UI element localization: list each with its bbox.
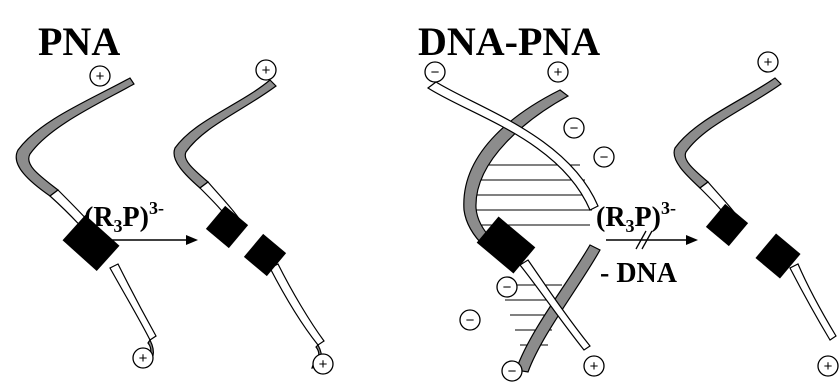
minus-charge-icon: − (424, 61, 446, 83)
plus-charge-icon: + (817, 355, 839, 377)
svg-text:+: + (764, 54, 773, 71)
svg-text:+: + (590, 358, 599, 375)
svg-text:+: + (319, 356, 328, 373)
reagent-label-left: (R3P)3- (84, 198, 164, 236)
plus-charge-icon: + (132, 347, 154, 369)
svg-text:−: − (466, 312, 475, 329)
released-block-fragment-1 (705, 203, 749, 247)
svg-text:+: + (824, 358, 833, 375)
minus-charge-icon: − (593, 146, 615, 168)
svg-text:−: − (431, 64, 440, 81)
pna-strand-cleaved (173, 79, 325, 369)
arrowhead-right (686, 235, 698, 245)
minus-charge-icon: − (563, 117, 585, 139)
pna-block-fragment-2 (243, 233, 287, 277)
plus-charge-icon: + (757, 51, 779, 73)
dna-pna-block (476, 216, 536, 274)
plus-charge-icon: + (89, 65, 111, 87)
svg-text:−: − (570, 120, 579, 137)
minus-dna-label: - DNA (600, 258, 678, 289)
pna-title: PNA (38, 19, 120, 64)
released-block-fragment-2 (755, 233, 801, 279)
svg-text:(R3P)3-: (R3P)3- (596, 198, 676, 236)
plus-charge-icon: + (312, 353, 334, 375)
svg-text:−: − (503, 279, 512, 296)
svg-text:−: − (600, 149, 609, 166)
svg-text:+: + (262, 62, 271, 79)
reagent-label-right: (R3P)3- (596, 198, 676, 236)
svg-text:+: + (139, 350, 148, 367)
pna-block-fragment-1 (205, 205, 249, 249)
svg-text:+: + (554, 64, 563, 81)
minus-charge-icon: − (496, 276, 518, 298)
svg-text:(R3P)3-: (R3P)3- (84, 198, 164, 236)
dna-pna-duplex (426, 81, 601, 373)
plus-charge-icon: + (547, 61, 569, 83)
minus-charge-icon: − (501, 360, 523, 382)
plus-charge-icon: + (255, 59, 277, 81)
pna-strand-intact (15, 77, 157, 366)
svg-text:−: − (508, 363, 517, 380)
minus-charge-icon: − (459, 309, 481, 331)
pna-strand-released (673, 77, 837, 341)
arrowhead-left (186, 235, 198, 245)
slash-mark-1 (635, 230, 647, 250)
plus-charge-icon: + (583, 355, 605, 377)
dna-pna-title: DNA-PNA (418, 19, 600, 64)
pna-block (62, 214, 120, 272)
svg-text:+: + (96, 68, 105, 85)
slash-mark-2 (641, 230, 653, 250)
